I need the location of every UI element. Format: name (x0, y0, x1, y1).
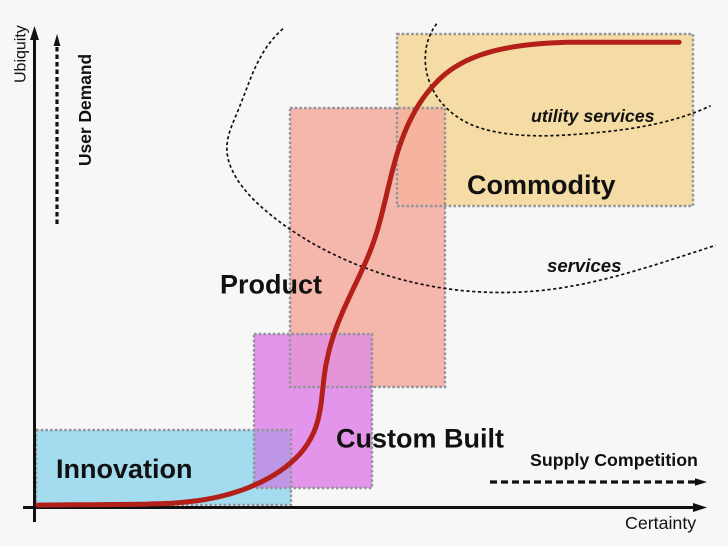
svg-text:Innovation: Innovation (56, 454, 193, 484)
svg-text:Ubiquity: Ubiquity (13, 25, 30, 83)
svg-text:Supply Competition: Supply Competition (530, 450, 698, 470)
svg-text:Product: Product (220, 270, 322, 300)
svg-text:Certainty: Certainty (625, 513, 696, 533)
svg-text:services: services (547, 255, 621, 276)
svg-text:Commodity: Commodity (467, 170, 616, 200)
svg-text:User Demand: User Demand (75, 54, 95, 166)
svg-text:Custom Built: Custom Built (336, 424, 504, 454)
svg-text:utility services: utility services (531, 106, 655, 126)
